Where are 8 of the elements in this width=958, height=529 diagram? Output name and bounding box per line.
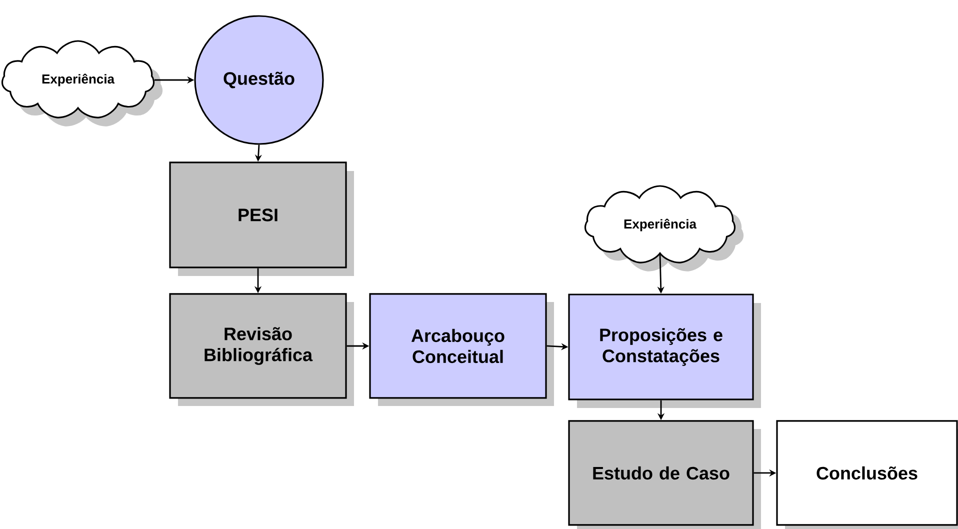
process-box: Conclusões — [776, 420, 958, 529]
thought-cloud: Experiência — [1, 40, 163, 126]
thought-cloud: Experiência — [584, 185, 744, 272]
process-box: Proposições e Constatações — [568, 294, 761, 408]
process-box: Revisão Bibliográfica — [169, 293, 354, 406]
process-box: PESI — [169, 162, 354, 276]
process-box: Estudo de Caso — [568, 420, 761, 529]
process-box: Arcabouço Conceitual — [369, 293, 554, 406]
